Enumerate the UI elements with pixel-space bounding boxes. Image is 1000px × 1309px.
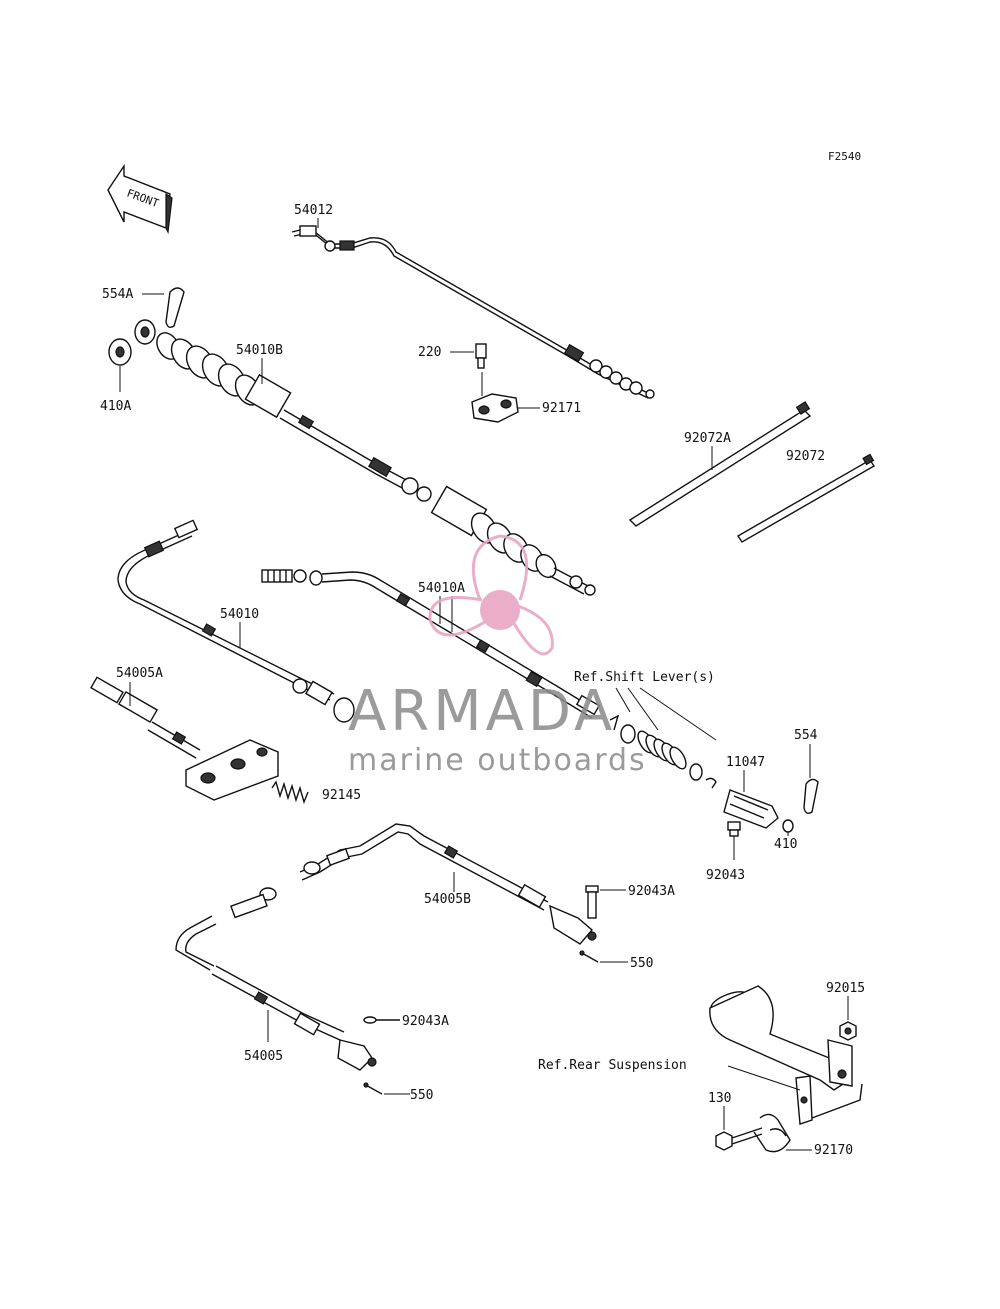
label-92170: 92170 [814,1143,853,1158]
label-92072: 92072 [786,449,825,464]
label-92043A-upper: 92043A [628,884,675,899]
bolt-130 [715,1127,763,1151]
label-54005B: 54005B [424,892,471,907]
cable-tie-92072 [737,453,875,543]
armada-logo-watermark: ARMADA marine outboards [348,534,647,778]
propeller-icon [428,534,554,656]
label-220: 220 [418,345,441,360]
label-92043A-lower: 92043A [402,1014,449,1029]
adjuster-54005A [90,676,201,759]
label-410: 410 [774,837,797,852]
watermark-brand: ARMADA [348,679,616,744]
label-550-lower: 550 [410,1088,433,1103]
label-54012: 54012 [294,203,333,218]
watermark-tagline: marine outboards [348,743,647,778]
label-92043: 92043 [706,868,745,883]
figure-code: F2540 [828,150,861,163]
label-92171: 92171 [542,401,581,416]
label-130: 130 [708,1091,731,1106]
cable-54012 [291,225,655,399]
cable-54010B [134,319,596,596]
label-54010A: 54010A [418,581,465,596]
washer-410A [108,338,132,366]
ref-shift-lever-label: Ref.Shift Lever(s) [574,670,715,685]
label-92072A: 92072A [684,431,731,446]
cotter-pin-554 [803,778,819,815]
rear-suspension-bracket [709,985,863,1125]
cable-54010 [117,519,355,723]
cable-54005B [299,823,597,945]
washer-410 [782,819,794,833]
cable-bracket [185,739,279,801]
pin-92043 [727,821,741,837]
label-554A: 554A [102,287,133,302]
ref-rear-suspension-label: Ref.Rear Suspension [538,1058,687,1073]
label-92145: 92145 [322,788,361,803]
lever-11047 [723,789,779,829]
bolt-220 [475,343,487,369]
clip-92170 [753,1113,791,1153]
label-54010: 54010 [220,607,259,622]
pin-92043A-upper [585,885,599,919]
label-92015: 92015 [826,981,865,996]
shift-lever-spring-assembly [609,714,717,789]
nut-92015 [839,1021,857,1041]
label-54005A: 54005A [116,666,163,681]
clamp-92171 [471,372,519,423]
clip-550-upper [579,950,599,963]
cotter-pin-554A [165,287,185,329]
label-11047: 11047 [726,755,765,770]
cable-54010A [261,569,601,719]
label-550-upper: 550 [630,956,653,971]
pin-92043A-lower [363,1016,400,1024]
front-arrow-icon: FRONT [107,163,173,235]
label-54010B: 54010B [236,343,283,358]
cable-54005 [175,887,377,1071]
label-410A: 410A [100,399,131,414]
label-554: 554 [794,728,818,743]
clip-550-lower [363,1082,383,1095]
label-54005: 54005 [244,1049,283,1064]
cable-tie-92072A [628,401,812,527]
spring-92145 [271,780,309,805]
